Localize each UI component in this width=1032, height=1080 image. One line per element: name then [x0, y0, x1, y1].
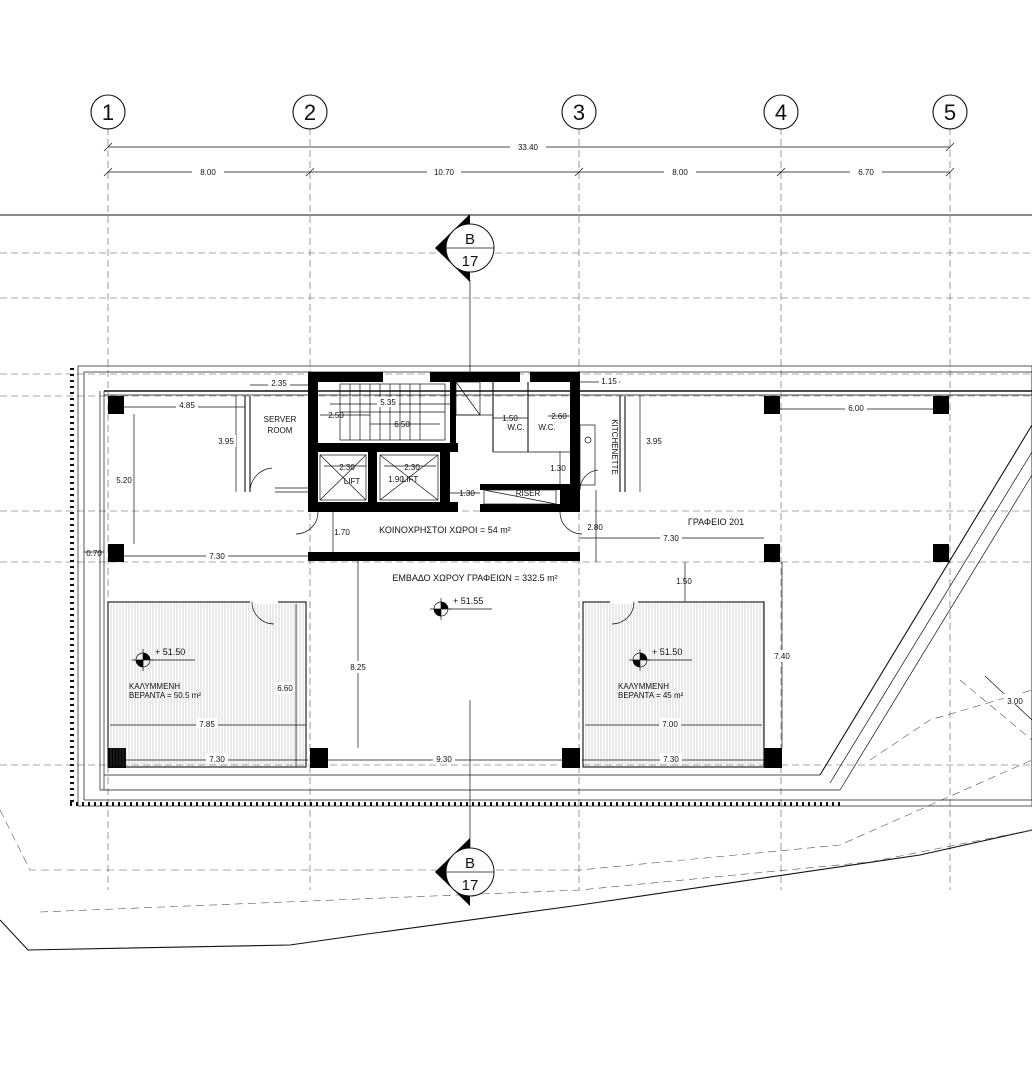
server-room-label: ROOM [268, 426, 293, 435]
svg-text:7.30: 7.30 [209, 552, 225, 561]
structural-columns [108, 396, 949, 768]
lift-shaft-2 [379, 454, 439, 501]
stair-treads [339, 383, 446, 441]
level-value: + 51.50 [652, 647, 682, 657]
column [310, 748, 328, 768]
veranda-left-label: ΚΑΛΥΜΜΕΝΗ [129, 682, 180, 691]
column [764, 396, 780, 414]
svg-text:1.30: 1.30 [550, 464, 566, 473]
grid-axis-label: 3 [573, 100, 585, 125]
grid-axis-5: 5 [932, 94, 968, 130]
grid-axis-label: 4 [775, 100, 787, 125]
building-outline [70, 365, 1032, 807]
building-core [308, 372, 596, 561]
column [108, 544, 124, 562]
svg-text:1.50: 1.50 [502, 414, 518, 423]
svg-text:0.70: 0.70 [86, 549, 102, 558]
svg-text:2.50: 2.50 [328, 411, 344, 420]
partitions [244, 396, 626, 535]
svg-text:8.25: 8.25 [350, 663, 366, 672]
column [108, 396, 124, 414]
column [933, 544, 949, 562]
office-label: ΓΡΑΦΕΙΟ 201 [688, 517, 744, 527]
grid-axis-1: 1 [90, 94, 126, 130]
svg-text:7.30: 7.30 [663, 755, 679, 764]
dimension-label: 8.00 [200, 168, 216, 177]
dimension-label: 8.00 [672, 168, 688, 177]
svg-text:1.30: 1.30 [459, 489, 475, 498]
wc-label: W.C. [507, 423, 524, 432]
grid-axis-label: 1 [102, 100, 114, 125]
office-area-label: ΕΜΒΑΔΟ ΧΩΡΟΥ ΓΡΑΦΕΙΩΝ = 332.5 m² [392, 573, 557, 583]
grid-axis-3: 3 [561, 94, 597, 130]
common-areas-label: ΚΟΙΝΟΧΡΗΣΤΟΙ ΧΩΡΟΙ = 54 m² [379, 525, 511, 535]
column [764, 748, 782, 768]
section-marker-bottom: B 17 [435, 700, 495, 906]
svg-text:7.00: 7.00 [662, 720, 678, 729]
level-marker-veranda-left: + 51.50 [132, 647, 195, 671]
level-value: + 51.50 [155, 647, 185, 657]
svg-text:4.85: 4.85 [179, 401, 195, 410]
svg-text:9.30: 9.30 [436, 755, 452, 764]
room-labels: SERVER ROOM W.C. W.C. LIFT LIFT RISER KI… [129, 415, 744, 700]
site-boundary [0, 214, 1032, 951]
kitchenette-label: KITCHENETTE [610, 419, 619, 475]
dimension-label: 6.70 [858, 168, 874, 177]
svg-text:3.00: 3.00 [1007, 697, 1023, 706]
svg-text:2.80: 2.80 [587, 523, 603, 532]
level-marker-veranda-right: + 51.50 [629, 647, 692, 671]
lift-shaft-1 [319, 454, 367, 501]
section-letter: B [465, 855, 475, 872]
svg-text:7.40: 7.40 [774, 652, 790, 661]
grid-axis-label: 2 [304, 100, 316, 125]
svg-text:6.60: 6.60 [277, 684, 293, 693]
svg-text:3.95: 3.95 [646, 437, 662, 446]
veranda-right-slab [582, 600, 765, 768]
svg-text:7.30: 7.30 [663, 534, 679, 543]
svg-text:2.60: 2.60 [551, 412, 567, 421]
lift-label: LIFT [344, 477, 361, 486]
svg-text:1.90: 1.90 [388, 475, 404, 484]
svg-text:5.20: 5.20 [116, 476, 132, 485]
svg-text:2.30: 2.30 [404, 463, 420, 472]
server-room-label: SERVER [264, 415, 297, 424]
svg-text:6.50: 6.50 [394, 420, 410, 429]
riser-shaft [483, 489, 557, 505]
svg-text:7.85: 7.85 [199, 720, 215, 729]
svg-text:1.15: 1.15 [601, 377, 617, 386]
column [933, 396, 949, 414]
level-marker-office: + 51.55 [430, 596, 492, 620]
svg-text:2.30: 2.30 [339, 463, 355, 472]
svg-text:6.00: 6.00 [848, 404, 864, 413]
svg-text:1.70: 1.70 [334, 528, 350, 537]
veranda-right-label: ΚΑΛΥΜΜΕΝΗ [618, 682, 669, 691]
riser-label: RISER [516, 489, 541, 498]
svg-text:1.50: 1.50 [676, 577, 692, 586]
overall-dimension-line: 33.40 [103, 140, 955, 152]
svg-text:3.95: 3.95 [218, 437, 234, 446]
section-marker-top: B 17 [435, 214, 495, 372]
section-sheet: 17 [462, 253, 479, 270]
dimension-label: 33.40 [518, 143, 539, 152]
dimension-label: 10.70 [434, 168, 455, 177]
svg-text:7.30: 7.30 [209, 755, 225, 764]
veranda-right-label: ΒΕΡΑΝΤΑ = 45 m² [618, 691, 684, 700]
level-value: + 51.55 [453, 596, 483, 606]
lift-label: LIFT [402, 475, 419, 484]
interior-dimensions: 2.35 5.35 1.15 4.85 2.50 6.50 1.50 2.60 … [84, 375, 1032, 767]
section-sheet: 17 [462, 877, 479, 894]
grid-axis-label: 5 [944, 100, 956, 125]
svg-text:2.35: 2.35 [271, 379, 287, 388]
bay-dimension-line: 8.00 10.70 8.00 6.70 [103, 165, 955, 177]
veranda-left-label: ΒΕΡΑΝΤΑ = 50.5 m² [129, 691, 201, 700]
section-letter: B [465, 231, 475, 248]
svg-text:5.35: 5.35 [380, 398, 396, 407]
column [764, 544, 780, 562]
wc-label: W.C. [538, 423, 555, 432]
grid-axis-2: 2 [292, 94, 328, 130]
column [562, 748, 580, 768]
veranda-left-slab [107, 600, 307, 768]
grid-axis-4: 4 [763, 94, 799, 130]
